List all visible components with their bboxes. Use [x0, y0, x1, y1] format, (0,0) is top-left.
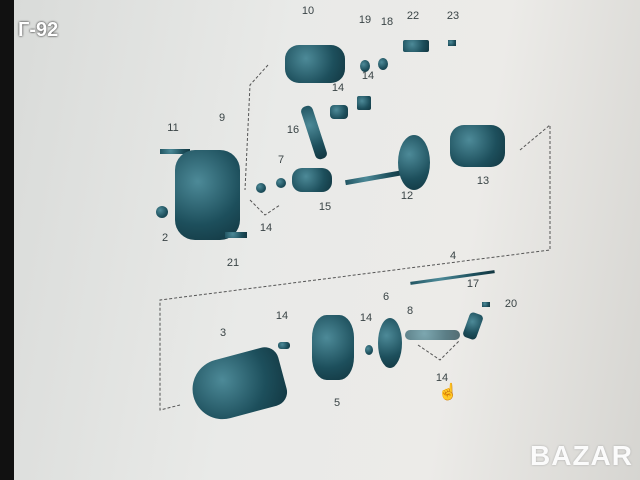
- nut-23: [448, 40, 456, 46]
- solenoid: [285, 45, 345, 83]
- hand-cursor-icon: ☝: [438, 384, 458, 401]
- part-label: 14: [361, 70, 375, 82]
- part-label: 20: [504, 298, 518, 310]
- ring-7: [276, 178, 286, 188]
- part-label: 9: [218, 112, 226, 124]
- part-label: 14: [359, 312, 373, 324]
- washer-14b: [365, 345, 373, 355]
- part-label: 15: [318, 201, 332, 213]
- brush-holder-5: [312, 315, 354, 380]
- part-label: 10: [301, 5, 315, 17]
- part-label: 17: [466, 278, 480, 290]
- part-label: 14: [435, 372, 449, 384]
- part-label: 14: [275, 310, 289, 322]
- washer-14: [278, 342, 290, 349]
- gear-12: [398, 135, 430, 190]
- part-label: 14: [331, 82, 345, 94]
- part-label: 2: [161, 232, 169, 244]
- part-label: 3: [219, 327, 227, 339]
- part-label: 7: [277, 154, 285, 166]
- drive-housing: [175, 150, 240, 240]
- ring-14: [256, 183, 266, 193]
- part-label: 18: [380, 16, 394, 28]
- part-label: 6: [382, 291, 390, 303]
- end-plate-6: [378, 318, 402, 368]
- part-label: 4: [449, 250, 457, 262]
- part-label: 13: [476, 175, 490, 187]
- brush-14b: [357, 96, 371, 110]
- washers-8: [405, 330, 460, 340]
- part-label: 14: [259, 222, 273, 234]
- part-label: 8: [406, 305, 414, 317]
- part-label: 21: [226, 257, 240, 269]
- bolt-11: [160, 149, 190, 154]
- part-label: 22: [406, 10, 420, 22]
- part-label: 16: [286, 124, 300, 136]
- bolt-21: [225, 232, 247, 238]
- part-label: 23: [446, 10, 460, 22]
- part-label: 19: [358, 14, 372, 26]
- part-label: 11: [167, 122, 179, 134]
- bazar-logo: BAZAR: [530, 440, 633, 471]
- pinion-15: [292, 168, 332, 192]
- bracket-22: [403, 40, 429, 52]
- screw-20: [482, 302, 490, 307]
- ring-18: [378, 58, 388, 70]
- bushing-2: [156, 206, 168, 218]
- part-label: 12: [400, 190, 414, 202]
- part-label: 5: [333, 397, 341, 409]
- watermark-code: Г-92: [18, 19, 59, 41]
- armature-13: [450, 125, 505, 167]
- ring-19: [360, 60, 370, 72]
- brush-14a: [330, 105, 348, 119]
